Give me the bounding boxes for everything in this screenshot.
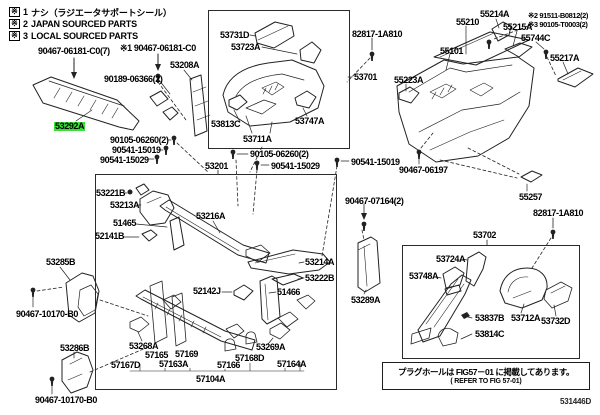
legend-text: LOCAL SOURCED PARTS — [31, 31, 138, 41]
legend-row: ※3 LOCAL SOURCED PARTS — [9, 30, 172, 42]
part-label-55744c: 55744C — [521, 33, 551, 43]
part-label-53724a: 53724A — [436, 254, 466, 264]
part-label-55214a: 55214A — [480, 9, 510, 19]
part-label-53286b: 53286B — [60, 343, 90, 353]
part-label-57166: 57166 — [217, 360, 241, 370]
part-label-53731d: 53731D — [220, 30, 250, 40]
part-label-57164a: 57164A — [277, 359, 307, 369]
part-label-53711a: 53711A — [243, 134, 272, 144]
part-label-3-90105-t0003-2: ※3 90105-T0003(2) — [528, 20, 588, 29]
part-label-90541-15029: 90541-15029 — [100, 155, 149, 165]
part-label-90541-15029: 90541-15029 — [271, 161, 320, 171]
part-label-57169: 57169 — [175, 349, 199, 359]
legend-num: 1 — [23, 7, 29, 17]
part-label-90467-06181-c0-7: 90467-06181-C0(7) — [38, 46, 110, 56]
part-label-53712a: 53712A — [511, 313, 541, 323]
part-label-53222b: 53222B — [305, 273, 335, 283]
part-label-51465: 51465 — [113, 218, 137, 228]
reference-mark-icon: ※ — [9, 31, 20, 41]
part-53289a-drawing — [357, 236, 381, 293]
part-label-53221b: 53221B — [96, 188, 126, 198]
part-label-57163a: 57163A — [159, 359, 189, 369]
part-label-82817-1a810: 82817-1A810 — [533, 208, 584, 218]
part-label-53814c: 53814C — [475, 329, 505, 339]
part-label-53701: 53701 — [354, 72, 378, 82]
assembly-box-front-apron — [402, 245, 580, 359]
part-label-53268a: 53268A — [129, 341, 159, 351]
part-label-90541-15019: 90541-15019 — [351, 157, 400, 167]
reference-mark-icon: ※ — [9, 7, 20, 17]
part-label-53292a: 53292A — [54, 121, 86, 131]
legend-num: 2 — [23, 19, 29, 29]
part-label-55217a: 55217A — [550, 53, 580, 63]
part-label-53213a: 53213A — [110, 200, 140, 210]
part-53201-drawing — [127, 159, 338, 372]
part-label-53732d: 53732D — [541, 316, 571, 326]
part-label-53289a: 53289A — [351, 295, 381, 305]
figure-code: 531446D — [560, 397, 592, 406]
part-label-53747a: 53747A — [295, 116, 325, 126]
part-label-55257: 55257 — [519, 192, 543, 202]
part-label-52142j: 52142J — [193, 286, 221, 296]
part-53286b-drawing — [61, 351, 94, 394]
assembly-box-cowl-side — [208, 10, 350, 149]
part-label-53269a: 53269A — [256, 342, 286, 352]
part-53702-drawing — [410, 239, 573, 347]
part-label-55215a: 55215A — [503, 22, 533, 32]
part-label-90189-06366-2: 90189-06366(2) — [104, 74, 163, 84]
part-label-52141b: 52141B — [95, 231, 125, 241]
legend-row: ※1 ナシ（ラジエータサポートシール） — [9, 6, 172, 18]
part-label-90105-06260-2: 90105-06260(2) — [250, 149, 309, 159]
part-label-53285b: 53285B — [46, 257, 76, 267]
part-53711a-drawing — [222, 21, 325, 127]
part-label-57104a: 57104A — [196, 374, 226, 384]
note-box: プラグホールは FIG57－01 に掲載してあります。 ( REFER TO F… — [382, 362, 590, 390]
part-label-90467-07164-2: 90467-07164(2) — [345, 196, 404, 206]
part-label-90467-10170-b0: 90467-10170-B0 — [35, 395, 97, 405]
part-label-82817-1a810: 82817-1A810 — [352, 29, 403, 39]
part-55101-drawing — [396, 21, 594, 163]
note-text-jp: プラグホールは FIG57－01 に掲載してあります。 — [398, 367, 574, 377]
part-label-53201: 53201 — [205, 161, 229, 171]
part-label-1-90467-06181-c0: ※1 90467-06181-C0 — [120, 43, 196, 53]
part-label-55101: 55101 — [440, 46, 464, 56]
legend-text: JAPAN SOURCED PARTS — [31, 19, 137, 29]
part-label-55223a: 55223A — [394, 75, 424, 85]
legend-num: 3 — [23, 31, 29, 41]
part-label-2-91511-b0812-2: ※2 91511-B0812(2) — [528, 11, 588, 20]
part-label-53837b: 53837B — [475, 313, 505, 323]
legend-text: ナシ（ラジエータサポートシール） — [31, 7, 172, 18]
part-label-51466: 51466 — [277, 287, 301, 297]
note-text-en: ( REFER TO FIG 57-01) — [450, 378, 522, 385]
part-label-53813c: 53813C — [211, 119, 241, 129]
reference-mark-icon: ※ — [9, 19, 20, 29]
part-label-53214a: 53214A — [305, 257, 335, 267]
part-label-55210: 55210 — [456, 17, 480, 27]
part-label-90467-10170-b0: 90467-10170-B0 — [16, 309, 78, 319]
part-53292a-drawing — [32, 76, 140, 131]
part-label-90467-06197: 90467-06197 — [399, 165, 448, 175]
part-label-53216a: 53216A — [196, 211, 226, 221]
legend-row: ※2 JAPAN SOURCED PARTS — [9, 18, 172, 30]
part-label-53723a: 53723A — [231, 42, 261, 52]
part-label-53208a: 53208A — [170, 60, 200, 70]
part-label-57168d: 57168D — [235, 353, 265, 363]
legend: ※1 ナシ（ラジエータサポートシール） ※2 JAPAN SOURCED PAR… — [9, 6, 172, 42]
part-label-90105-06260-2: 90105-06260(2) — [110, 135, 169, 145]
assembly-box-radiator-support — [95, 174, 337, 390]
part-label-53702: 53702 — [473, 230, 497, 240]
part-label-57167d: 57167D — [111, 360, 141, 370]
part-label-57165: 57165 — [145, 350, 169, 360]
part-label-90541-15019: 90541-15019 — [112, 145, 161, 155]
part-label-53748a: 53748A — [409, 271, 439, 281]
